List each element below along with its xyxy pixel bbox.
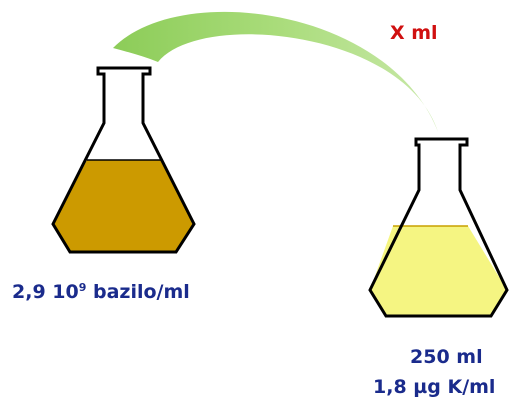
source-concentration-value: 2,9 10 — [12, 281, 79, 303]
source-concentration-label: 2,9 109 bazilo/ml — [12, 282, 190, 302]
source-flask — [51, 66, 196, 254]
transfer-volume-label: X ml — [390, 22, 438, 44]
source-concentration-unit: bazilo/ml — [86, 281, 190, 303]
target-volume-label: 250 ml — [410, 346, 483, 368]
source-concentration-exponent: 9 — [78, 281, 87, 294]
target-flask-liquid — [370, 226, 507, 316]
target-concentration-label: 1,8 µg K/ml — [373, 376, 496, 398]
target-flask — [368, 137, 509, 318]
source-flask-liquid — [53, 160, 194, 252]
